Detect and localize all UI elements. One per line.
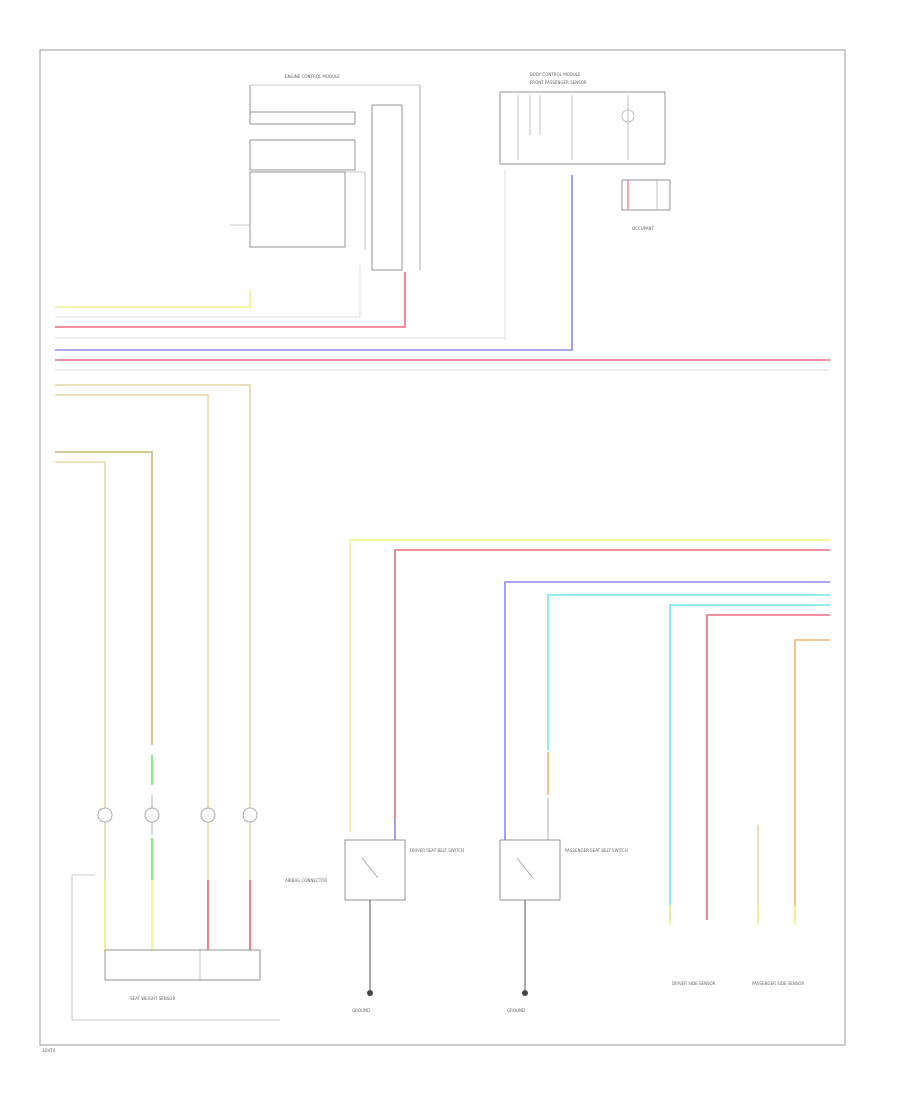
driver-belt-switch	[344, 839, 406, 996]
frame-label: 3D4T4	[42, 1048, 56, 1053]
engine-control-label: ENGINE CONTROL MODULE	[285, 74, 340, 79]
engine-control-module	[230, 84, 421, 271]
passenger-side-sensor-label: PASSENGER SIDE SENSOR	[752, 981, 805, 986]
body-control-module	[499, 91, 671, 211]
seat-sensor-wires	[55, 451, 258, 950]
driver-seat-switch-label: DRIVER SEAT BELT SWITCH	[410, 848, 464, 853]
ground-label-2: GROUND	[507, 1008, 525, 1013]
ground-label-1: GROUND	[352, 1008, 370, 1013]
driver-side-sensor-label: DRIVER SIDE SENSOR	[672, 981, 716, 986]
passenger-belt-switch	[499, 839, 561, 996]
ground-icon	[522, 990, 528, 996]
body-control-label: BODY CONTROL MODULE	[530, 72, 581, 77]
passenger-seat-switch-label: PASSENGER SEAT BELT SWITCH	[565, 848, 628, 853]
diagram-frame	[39, 49, 846, 1046]
occupant-label: OCCUPANT	[632, 226, 655, 231]
airbag-connector-block	[71, 874, 280, 1021]
airbag-connector-label: AIRBAG CONNECTOR	[285, 878, 327, 883]
upper-wire-bus	[55, 170, 830, 950]
ground-icon	[367, 990, 373, 996]
seat-sensor-label: SEAT WEIGHT SENSOR	[130, 996, 175, 1001]
belt-switch-wires	[349, 539, 830, 925]
front-passenger-sensor-label: FRONT PASSENGER SENSOR	[530, 80, 587, 85]
